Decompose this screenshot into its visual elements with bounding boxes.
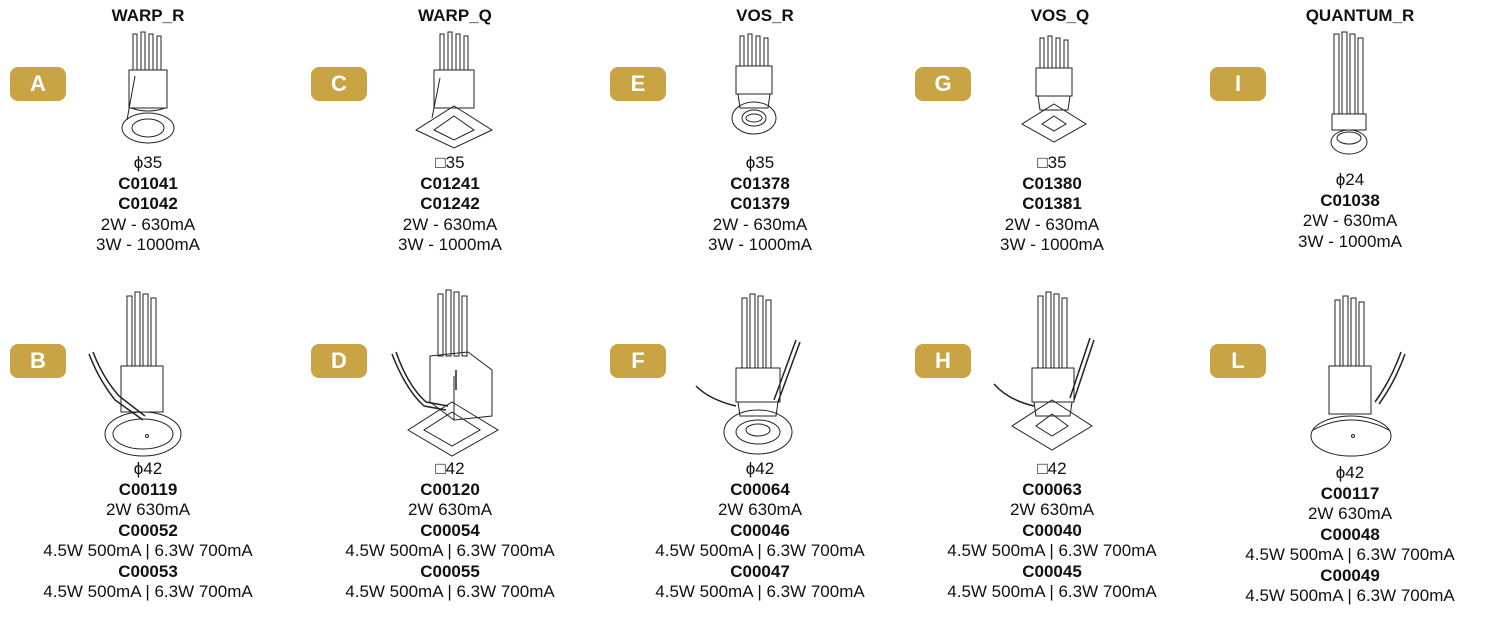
product-code: C00063 xyxy=(1022,479,1082,499)
product-code: C01380 xyxy=(1022,173,1082,193)
vos-r-small-downlight-drawing xyxy=(720,34,790,144)
power-rating: 2W 630mA xyxy=(1009,500,1095,519)
power-rating: 2W 630mA xyxy=(717,500,803,519)
product-code: C00119 xyxy=(118,479,178,499)
warp-r-large-downlight-drawing xyxy=(85,290,205,460)
product-code: C01378 xyxy=(730,173,790,193)
vos-r-large-downlight-drawing xyxy=(690,290,820,460)
power-rating: 4.5W 500mA | 6.3W 700mA xyxy=(655,541,865,560)
product-code: C00054 xyxy=(420,520,480,540)
product-badge: B xyxy=(10,344,66,378)
product-badge: F xyxy=(610,344,666,378)
warp-q-large-downlight-drawing xyxy=(388,290,518,460)
vos-q-small-downlight-drawing xyxy=(1010,34,1100,144)
product-code: C00053 xyxy=(118,561,178,581)
product-code: C00048 xyxy=(1320,524,1380,544)
power-rating: 4.5W 500mA | 6.3W 700mA xyxy=(947,582,1157,601)
column-title-warp-r: WARP_R xyxy=(111,6,185,25)
column-title-vos-q: VOS_Q xyxy=(1030,6,1090,25)
product-code: C00120 xyxy=(420,479,480,499)
vos-q-large-downlight-drawing xyxy=(990,288,1120,458)
size-label: ϕ24 xyxy=(1335,170,1365,189)
size-label: □42 xyxy=(435,459,465,478)
size-label: ϕ42 xyxy=(745,459,775,478)
warp-q-small-downlight-drawing xyxy=(410,30,500,150)
column-title-vos-r: VOS_R xyxy=(736,6,794,25)
product-badge: C xyxy=(311,67,367,101)
product-code: C00055 xyxy=(420,561,480,581)
product-badge: E xyxy=(610,67,666,101)
power-rating: 2W - 630mA xyxy=(712,214,808,234)
product-badge: H xyxy=(915,344,971,378)
power-rating: 3W - 1000mA xyxy=(96,235,200,254)
product-badge: I xyxy=(1210,67,1266,101)
column-title-warp-q: WARP_Q xyxy=(418,6,492,25)
power-rating: 4.5W 500mA | 6.3W 700mA xyxy=(345,541,555,560)
product-code: C01042 xyxy=(118,194,178,213)
quantum-r-small-downlight-drawing xyxy=(1320,30,1380,158)
warp-r-small-downlight-drawing xyxy=(115,30,185,150)
size-label: ϕ35 xyxy=(745,153,775,172)
power-rating: 2W 630mA xyxy=(105,500,191,519)
power-rating: 4.5W 500mA | 6.3W 700mA xyxy=(947,541,1157,560)
size-label: □35 xyxy=(435,153,465,172)
product-badge: D xyxy=(311,344,367,378)
power-rating: 2W - 630mA xyxy=(100,214,196,234)
size-label: ϕ42 xyxy=(1335,463,1365,482)
quantum-r-large-downlight-drawing xyxy=(1295,290,1415,460)
product-badge: L xyxy=(1210,344,1266,378)
power-rating: 2W - 630mA xyxy=(402,214,498,234)
power-rating: 3W - 1000mA xyxy=(708,235,812,254)
column-title-quantum-r: QUANTUM_R xyxy=(1305,6,1415,25)
power-rating: 2W - 630mA xyxy=(1004,214,1100,234)
product-code: C00064 xyxy=(730,479,790,499)
product-badge: A xyxy=(10,67,66,101)
power-rating: 2W - 630mA xyxy=(1302,211,1398,230)
power-rating: 4.5W 500mA | 6.3W 700mA xyxy=(43,541,253,560)
size-label: ϕ42 xyxy=(133,459,163,478)
product-code: C00052 xyxy=(118,520,178,540)
power-rating: 3W - 1000mA xyxy=(398,235,502,254)
power-rating: 3W - 1000mA xyxy=(1298,231,1402,251)
product-code: C00117 xyxy=(1320,483,1380,503)
product-code: C00047 xyxy=(730,561,790,581)
size-label: ϕ35 xyxy=(133,153,163,172)
power-rating: 4.5W 500mA | 6.3W 700mA xyxy=(345,582,555,601)
product-badge: G xyxy=(915,67,971,101)
power-rating: 3W - 1000mA xyxy=(1000,235,1104,254)
product-code: C01038 xyxy=(1320,190,1380,210)
power-rating: 4.5W 500mA | 6.3W 700mA xyxy=(1245,586,1455,605)
product-code: C00046 xyxy=(730,520,790,540)
product-code: C01242 xyxy=(420,194,480,213)
product-code: C00049 xyxy=(1320,565,1380,585)
product-code: C01041 xyxy=(118,173,178,193)
power-rating: 4.5W 500mA | 6.3W 700mA xyxy=(43,582,253,601)
power-rating: 4.5W 500mA | 6.3W 700mA xyxy=(1245,545,1455,564)
product-code: C00045 xyxy=(1022,561,1082,581)
product-code: C00040 xyxy=(1022,520,1082,540)
size-label: □42 xyxy=(1037,459,1067,478)
power-rating: 2W 630mA xyxy=(407,500,493,519)
size-label: □35 xyxy=(1037,153,1067,172)
power-rating: 2W 630mA xyxy=(1307,504,1393,523)
power-rating: 4.5W 500mA | 6.3W 700mA xyxy=(655,582,865,601)
product-code: C01241 xyxy=(420,173,480,193)
product-code: C01381 xyxy=(1022,194,1082,213)
product-code: C01379 xyxy=(730,194,790,213)
